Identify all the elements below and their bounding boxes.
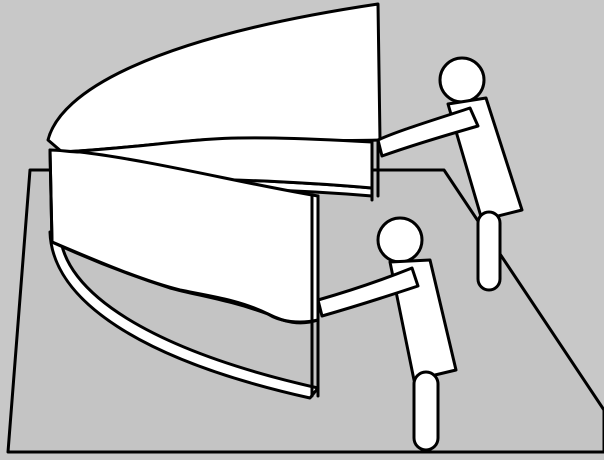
figure-upper-leg (476, 210, 502, 292)
figure-lower (316, 216, 458, 452)
figure-upper-arm (376, 106, 480, 158)
figure-lower-head (376, 216, 424, 264)
figure-upper (376, 56, 524, 292)
front-panel-left-edge (48, 148, 54, 244)
front-panel-lower-edge (50, 240, 320, 325)
figure-lower-arm (316, 266, 420, 318)
figure-lower-leg (412, 370, 440, 452)
figure-upper-head (438, 56, 486, 104)
